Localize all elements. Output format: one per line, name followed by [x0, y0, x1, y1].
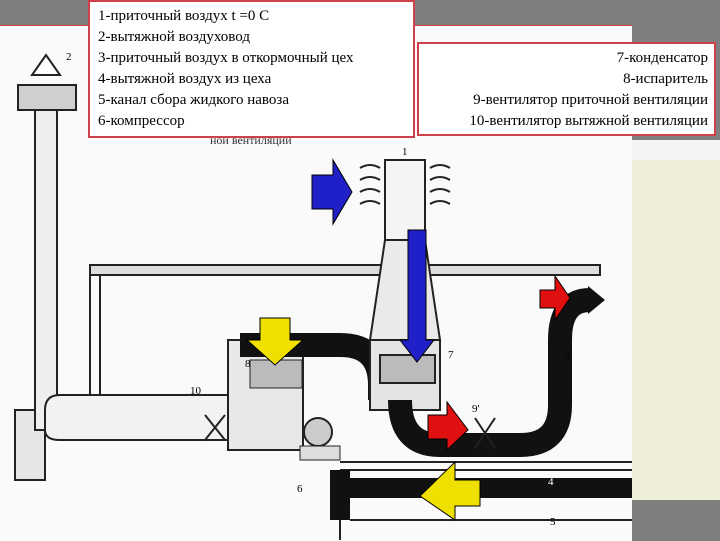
legend-item: 3-приточный воздух в откормочный цех: [98, 50, 354, 66]
evaporator-coil: [249, 359, 303, 389]
exhaust-stack: [17, 53, 77, 431]
label-10: 10: [190, 385, 202, 397]
legend-item: 1-приточный воздух t =0 С: [98, 8, 270, 24]
supply-fan: [474, 417, 496, 449]
legend-item: 4-вытяжной воздух из цеха: [98, 71, 272, 87]
right-panel: [632, 160, 720, 500]
arrow-yellow-down: [245, 317, 305, 366]
legend-item: 10-вентилятор вытяжной вентиляции: [469, 113, 708, 129]
label-6: 6: [297, 483, 303, 495]
right-panel-top: [632, 140, 720, 160]
arrow-red-up-right: [539, 274, 571, 322]
label-2: 2: [66, 51, 72, 63]
arrow-red-right: [427, 400, 469, 452]
legend-right: 7-конденсатор 8-испаритель 9-вентилятор …: [417, 42, 716, 136]
legend-item: 2-вытяжной воздуховод: [98, 29, 250, 45]
label-7: 7: [448, 349, 454, 361]
legend-item: 7-конденсатор: [616, 50, 708, 66]
arrow-yellow-left: [419, 460, 481, 521]
arrow-blue-inflow: [311, 158, 353, 226]
legend-left: 1-приточный воздух t =0 С 2-вытяжной воз…: [88, 0, 415, 138]
intake-tower: [359, 159, 451, 411]
outlet-tip: [588, 286, 605, 314]
label-4: 4: [548, 476, 554, 488]
evaporator-housing: [227, 339, 304, 451]
label-3: 3: [565, 351, 571, 363]
legend-item: 5-канал сбора жидкого навоза: [98, 92, 289, 108]
legend-item: 6-компрессор: [98, 113, 185, 129]
compressor: [303, 417, 333, 447]
legend-item: 9-вентилятор приточной вентиляции: [473, 92, 708, 108]
supply-duct-outlet: [388, 288, 592, 457]
label-5: 5: [550, 516, 556, 528]
label-1: 1: [402, 146, 408, 158]
legend-item: 8-испаритель: [623, 71, 708, 87]
label-8: 8: [245, 358, 251, 370]
exhaust-fan: [204, 414, 226, 441]
label-9: 9': [472, 403, 480, 415]
manure-channel-band: [350, 478, 632, 498]
arrow-blue-down: [398, 229, 436, 363]
